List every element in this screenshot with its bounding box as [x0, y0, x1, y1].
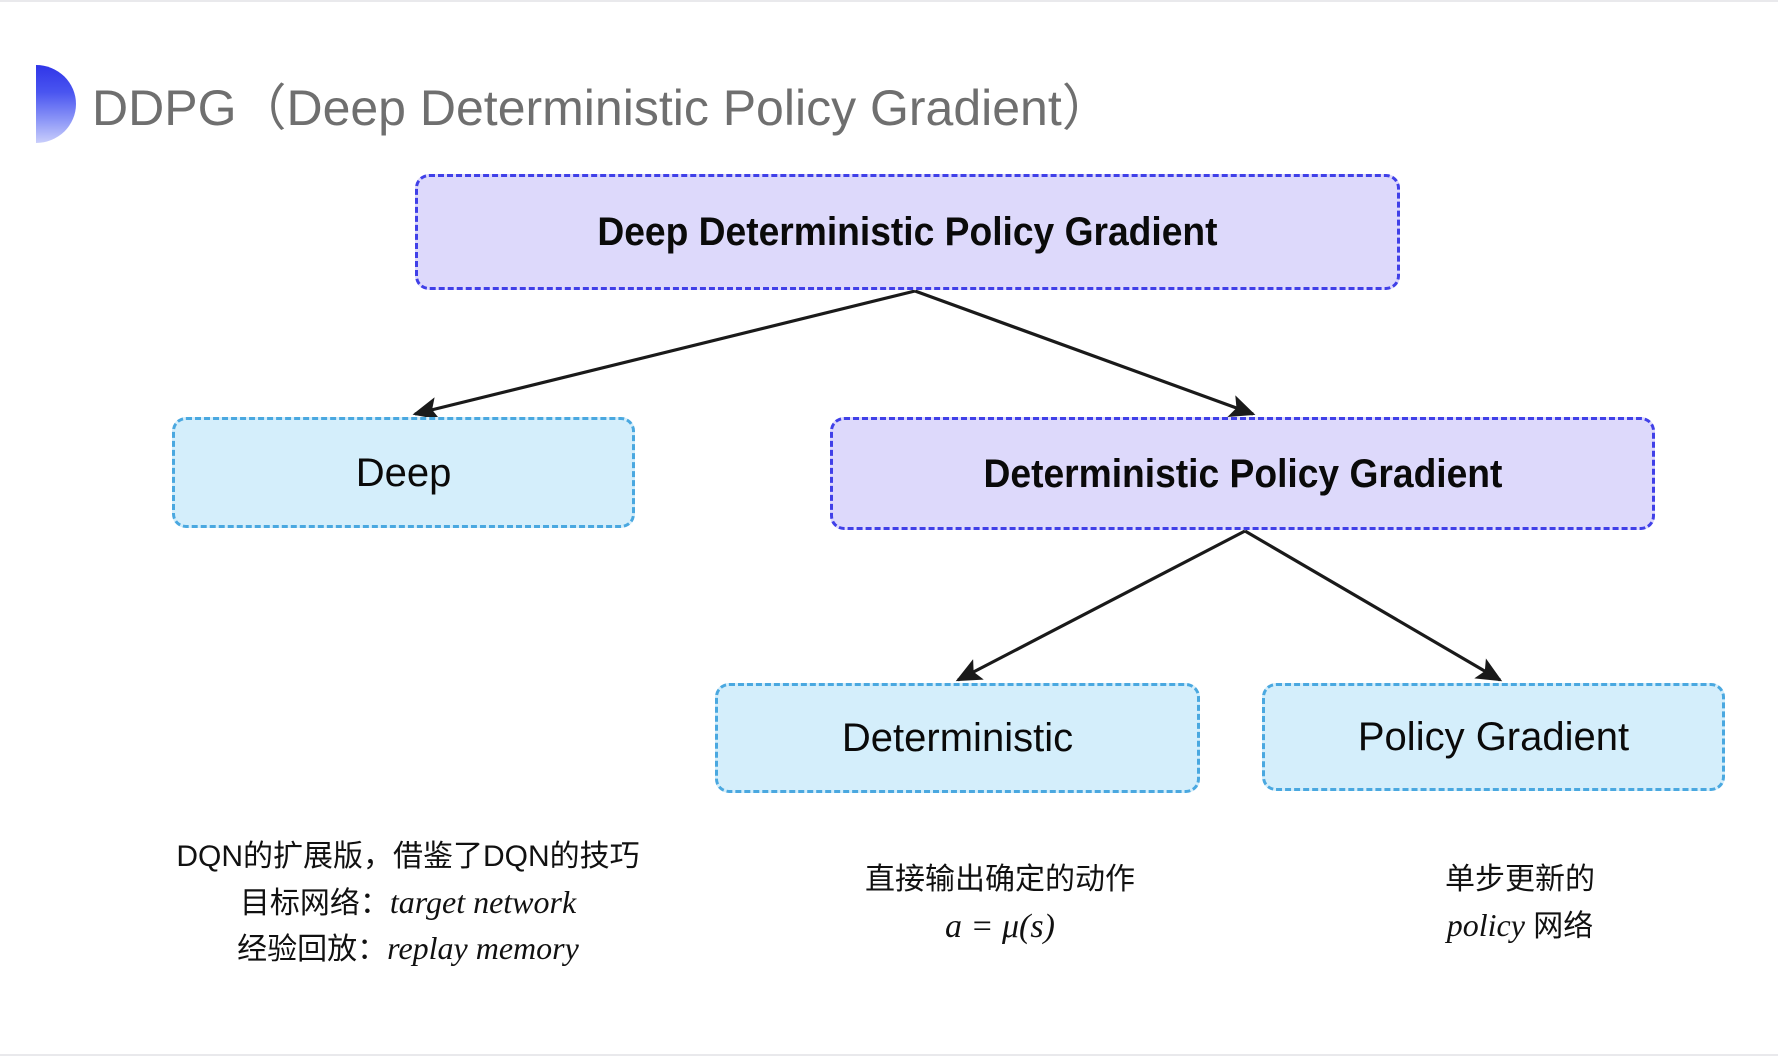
- annotation-text: DQN的扩展版，借鉴了DQN的技巧: [176, 840, 640, 873]
- annotation-label: 经验回放：: [237, 933, 388, 966]
- annotation-policy-gradient: 单步更新的 policy 网络: [1395, 858, 1645, 948]
- annotation-line: DQN的扩展版，借鉴了DQN的技巧: [148, 835, 668, 879]
- annotation-term: target network: [389, 883, 577, 920]
- annotation-text: 直接输出确定的动作: [865, 863, 1135, 896]
- arrow-root-to-dpg: [914, 289, 1256, 417]
- arrow-dpg-to-policy-gradient: [1244, 529, 1503, 682]
- title-bullet-icon: [36, 65, 76, 143]
- slide-top-divider: [0, 0, 1778, 2]
- node-deep[interactable]: Deep: [172, 417, 635, 528]
- annotation-term: replay memory: [387, 930, 579, 966]
- annotation-line: policy 网络: [1395, 902, 1645, 949]
- node-deterministic[interactable]: Deterministic: [715, 683, 1200, 793]
- page-title: DDPG（Deep Deterministic Policy Gradient）: [92, 80, 1112, 136]
- node-label: Deterministic Policy Gradient: [983, 451, 1502, 496]
- annotation-text: 单步更新的: [1445, 863, 1595, 896]
- slide-bottom-divider: [0, 1054, 1778, 1056]
- arrow-root-to-deep: [412, 289, 916, 420]
- annotation-deterministic: 直接输出确定的动作 a = μ(s): [840, 858, 1160, 951]
- slide-title-row: DDPG（Deep Deterministic Policy Gradient）: [36, 60, 1112, 148]
- annotation-line: 目标网络：target network: [148, 879, 668, 926]
- arrow-dpg-to-deterministic: [955, 529, 1246, 682]
- node-policy-gradient[interactable]: Policy Gradient: [1262, 683, 1725, 791]
- annotation-label: 目标网络：: [239, 886, 390, 920]
- node-label: Deep Deterministic Policy Gradient: [597, 210, 1218, 254]
- node-label: Deep: [355, 450, 452, 495]
- annotation-formula: a = μ(s): [945, 907, 1055, 945]
- annotation-term: policy: [1446, 906, 1525, 943]
- annotation-suffix: 网络: [1524, 909, 1594, 943]
- annotation-deep: DQN的扩展版，借鉴了DQN的技巧 目标网络：target network 经验…: [148, 835, 668, 972]
- annotation-line: 直接输出确定的动作: [840, 858, 1160, 902]
- node-label: Policy Gradient: [1357, 715, 1630, 759]
- node-label: Deterministic: [841, 716, 1074, 760]
- annotation-line: a = μ(s): [840, 902, 1160, 951]
- node-deterministic-policy-gradient[interactable]: Deterministic Policy Gradient: [830, 417, 1655, 530]
- annotation-line: 单步更新的: [1395, 858, 1645, 902]
- annotation-line: 经验回放：replay memory: [148, 925, 668, 972]
- node-deep-deterministic-policy-gradient[interactable]: Deep Deterministic Policy Gradient: [415, 174, 1400, 290]
